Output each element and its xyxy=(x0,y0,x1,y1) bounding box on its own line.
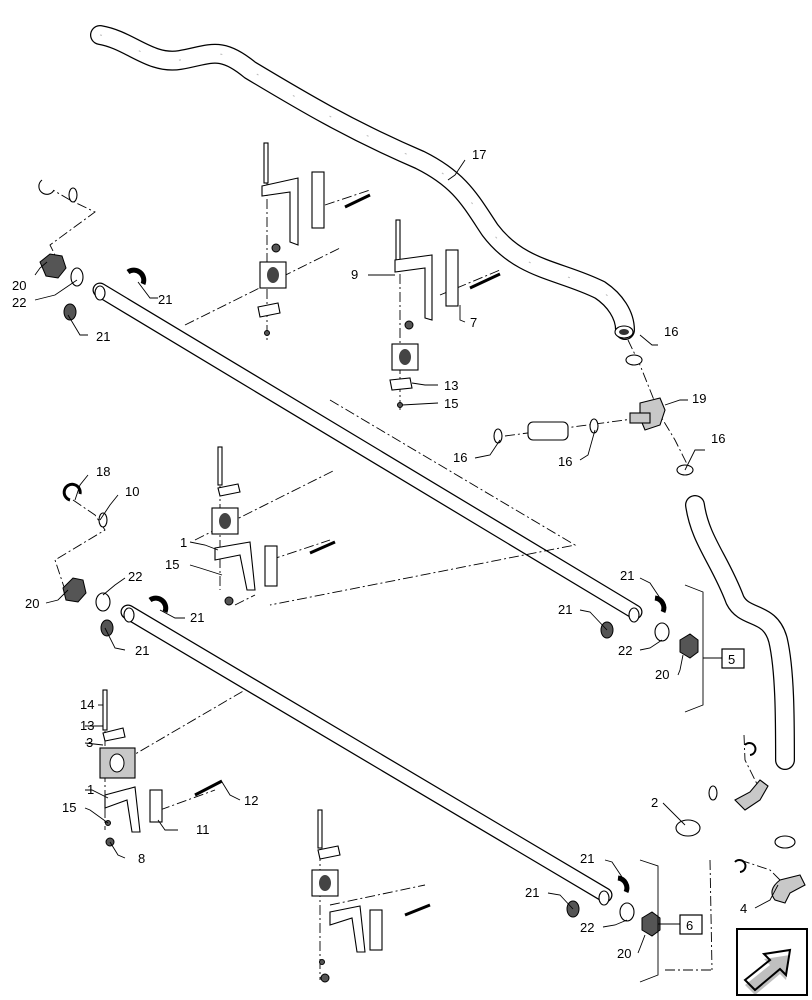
right-end-upper-fittings xyxy=(600,584,704,713)
callout-13-upper: 13 xyxy=(444,378,458,393)
callout-21-d: 21 xyxy=(135,643,149,658)
callout-2: 2 xyxy=(651,795,658,810)
callout-22-c: 22 xyxy=(618,643,632,658)
callout-15-lower: 15 xyxy=(62,800,76,815)
boxed-callout-6: 6 xyxy=(658,914,703,935)
callout-20-c: 20 xyxy=(655,667,669,682)
callout-6: 6 xyxy=(686,918,693,933)
right-fittings xyxy=(493,354,694,476)
middle-left-fittings xyxy=(62,482,169,637)
callout-16-mid: 16 xyxy=(558,454,572,469)
callout-16-top: 16 xyxy=(664,324,678,339)
boxed-callout-5: 5 xyxy=(703,648,745,669)
callout-21-a: 21 xyxy=(158,292,172,307)
callout-16-right: 16 xyxy=(711,431,725,446)
hose-17 xyxy=(90,25,635,340)
callout-21-f: 21 xyxy=(558,602,572,617)
callout-5: 5 xyxy=(728,652,735,667)
callout-3: 3 xyxy=(86,735,93,750)
callout-8: 8 xyxy=(138,851,145,866)
tube-upper xyxy=(92,282,643,623)
callout-14: 14 xyxy=(80,697,94,712)
callout-21-b: 21 xyxy=(96,329,110,344)
callout-20-d: 20 xyxy=(617,946,631,961)
right-end-lower-fittings xyxy=(566,859,661,983)
callout-18: 18 xyxy=(96,464,110,479)
middle-bracket-assembly xyxy=(211,446,336,606)
callout-20-a: 20 xyxy=(12,278,26,293)
callout-1-mid: 1 xyxy=(180,535,187,550)
callout-21-c: 21 xyxy=(190,610,204,625)
callout-10: 10 xyxy=(125,484,139,499)
callout-22-a: 22 xyxy=(12,295,26,310)
hose-lower-right xyxy=(685,495,796,849)
upper-bracket-assembly xyxy=(389,219,501,408)
callout-22-d: 22 xyxy=(580,920,594,935)
callout-16-left: 16 xyxy=(453,450,467,465)
upper-left-fittings xyxy=(38,179,147,321)
top-bracket-assembly xyxy=(257,142,371,336)
callout-4: 4 xyxy=(740,901,747,916)
callout-22-b: 22 xyxy=(128,569,142,584)
bottom-bracket-assembly xyxy=(311,809,431,983)
callout-17: 17 xyxy=(472,147,486,162)
leader-lines xyxy=(34,159,779,954)
callout-11: 11 xyxy=(196,822,210,837)
callout-21-h: 21 xyxy=(525,885,539,900)
callout-21-g: 21 xyxy=(580,851,594,866)
callout-7: 7 xyxy=(470,315,477,330)
lower-bracket-assembly xyxy=(99,689,223,847)
center-lines xyxy=(45,145,781,980)
forward-arrow-icon[interactable] xyxy=(736,928,808,996)
tube-lower xyxy=(120,604,613,906)
callout-13-lower: 13 xyxy=(80,718,94,733)
callout-1-lower: 1 xyxy=(87,782,94,797)
callouts: 17 16 19 16 16 16 9 7 13 15 20 22 21 21 … xyxy=(12,147,747,961)
callout-20-b: 20 xyxy=(25,596,39,611)
callout-12: 12 xyxy=(244,793,258,808)
lower-right-fittings xyxy=(675,742,806,904)
callout-15-upper: 15 xyxy=(444,396,458,411)
callout-19: 19 xyxy=(692,391,706,406)
callout-9: 9 xyxy=(351,267,358,282)
callout-15-mid: 15 xyxy=(165,557,179,572)
callout-21-e: 21 xyxy=(620,568,634,583)
